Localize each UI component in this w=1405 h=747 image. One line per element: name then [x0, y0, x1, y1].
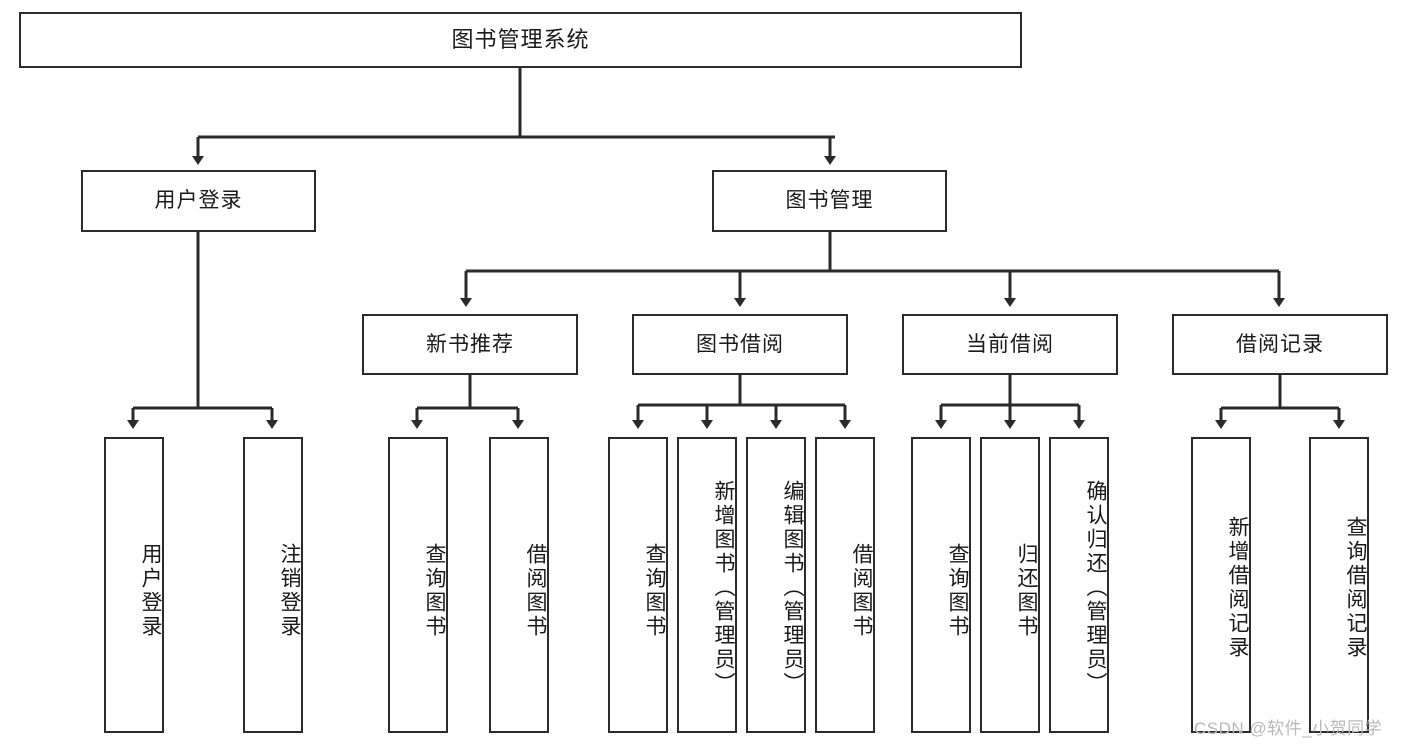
leaf-user-logout[interactable]: 注销登录	[243, 437, 303, 733]
leaf-confirm-return-admin[interactable]: 确认归还（管理员）	[1049, 437, 1109, 733]
leaf-query-book-current[interactable]: 查询图书	[911, 437, 971, 733]
leaf-add-book-admin[interactable]: 新增图书（管理员）	[677, 437, 737, 733]
node-borrow-record[interactable]: 借阅记录	[1172, 314, 1388, 375]
leaf-query-book-recommend[interactable]: 查询图书	[388, 437, 448, 733]
node-book-management[interactable]: 图书管理	[712, 170, 947, 232]
node-current-borrow[interactable]: 当前借阅	[902, 314, 1118, 375]
leaf-user-login[interactable]: 用户登录	[104, 437, 164, 733]
node-new-book-recommend[interactable]: 新书推荐	[362, 314, 578, 375]
leaf-query-book-borrow[interactable]: 查询图书	[608, 437, 668, 733]
node-root-book-management-system[interactable]: 图书管理系统	[19, 12, 1022, 68]
leaf-borrow-book[interactable]: 借阅图书	[815, 437, 875, 733]
node-book-borrow[interactable]: 图书借阅	[632, 314, 848, 375]
node-user-login[interactable]: 用户登录	[81, 170, 316, 232]
leaf-add-borrow-record[interactable]: 新增借阅记录	[1191, 437, 1251, 733]
leaf-borrow-book-recommend[interactable]: 借阅图书	[489, 437, 549, 733]
leaf-query-borrow-record[interactable]: 查询借阅记录	[1309, 437, 1369, 733]
leaf-edit-book-admin[interactable]: 编辑图书（管理员）	[746, 437, 806, 733]
csdn-watermark: CSDN @软件_小贺同学	[1194, 719, 1383, 738]
leaf-return-book[interactable]: 归还图书	[980, 437, 1040, 733]
